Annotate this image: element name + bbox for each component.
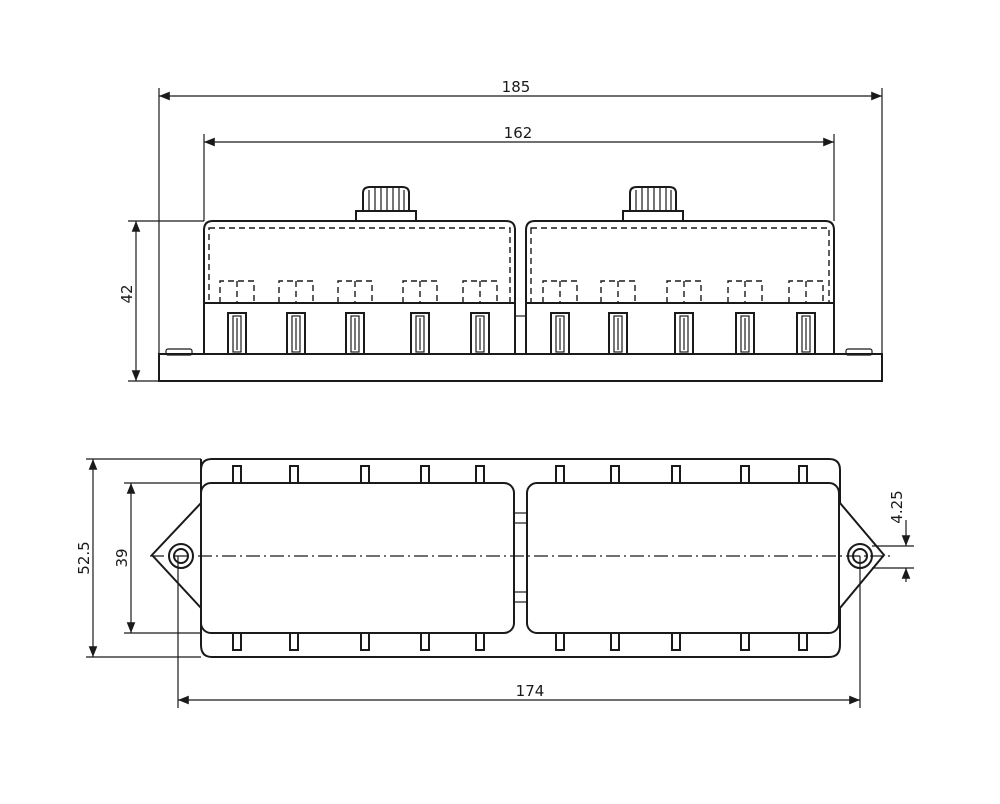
- dimension-39: 39: [113, 482, 201, 634]
- base-slot-right: [845, 348, 873, 356]
- front-fuse-slot: [402, 280, 438, 355]
- front-fuse-slot: [788, 280, 824, 355]
- top-view: 52.5 39 174 4.25: [75, 458, 914, 708]
- terminal-tab-bottom: [359, 632, 371, 651]
- dimension-42: 42: [118, 220, 204, 382]
- terminal-tab-top: [474, 465, 486, 484]
- cover-knob-right: [622, 186, 684, 222]
- dimension-162: 162: [203, 124, 835, 221]
- front-fuse-slot: [727, 280, 763, 355]
- dimension-4-25: 4.25: [872, 490, 914, 582]
- front-fuse-slot: [337, 280, 373, 355]
- front-fuse-slot: [542, 280, 578, 355]
- terminal-tab-top: [231, 465, 243, 484]
- base-slot-left: [165, 348, 193, 356]
- dimension-label-4-25: 4.25: [888, 490, 906, 523]
- terminal-tab-bottom: [231, 632, 243, 651]
- front-fuse-slot: [666, 280, 702, 355]
- front-fuse-slot: [219, 280, 255, 355]
- dimension-label-52-5: 52.5: [75, 541, 93, 574]
- dimension-label-162: 162: [504, 124, 533, 142]
- base-outline: [150, 458, 886, 658]
- terminal-tab-top: [359, 465, 371, 484]
- cover-knob-left: [355, 186, 417, 222]
- terminal-tab-top: [739, 465, 751, 484]
- terminal-tab-top: [554, 465, 566, 484]
- terminal-tab-bottom: [609, 632, 621, 651]
- terminal-tab-top: [288, 465, 300, 484]
- terminal-tab-bottom: [670, 632, 682, 651]
- terminal-tab-top: [609, 465, 621, 484]
- dimension-label-39: 39: [113, 548, 131, 567]
- terminal-tab-bottom: [419, 632, 431, 651]
- front-fuse-slot: [462, 280, 498, 355]
- base-plate: [158, 353, 883, 382]
- terminal-tab-bottom: [288, 632, 300, 651]
- dimension-174: 174: [177, 556, 861, 708]
- terminal-tab-top: [797, 465, 809, 484]
- terminal-tab-bottom: [554, 632, 566, 651]
- terminal-tab-top: [419, 465, 431, 484]
- front-fuse-slot: [600, 280, 636, 355]
- front-fuse-slot: [278, 280, 314, 355]
- terminal-tab-bottom: [739, 632, 751, 651]
- dimension-label-174: 174: [516, 682, 545, 700]
- cover-left: [200, 482, 515, 634]
- dimension-185: 185: [158, 78, 883, 354]
- front-fuse-positions: [219, 280, 824, 355]
- terminal-tab-bottom: [474, 632, 486, 651]
- dimension-52-5: 52.5: [75, 458, 201, 658]
- dimension-label-42: 42: [118, 284, 136, 303]
- terminal-tab-top: [670, 465, 682, 484]
- top-terminal-tabs: [231, 465, 809, 651]
- terminal-tab-bottom: [797, 632, 809, 651]
- front-view: 185 162 42: [118, 78, 883, 382]
- dimension-label-185: 185: [502, 78, 531, 96]
- front-module-right: [525, 186, 835, 354]
- cover-right: [526, 482, 840, 634]
